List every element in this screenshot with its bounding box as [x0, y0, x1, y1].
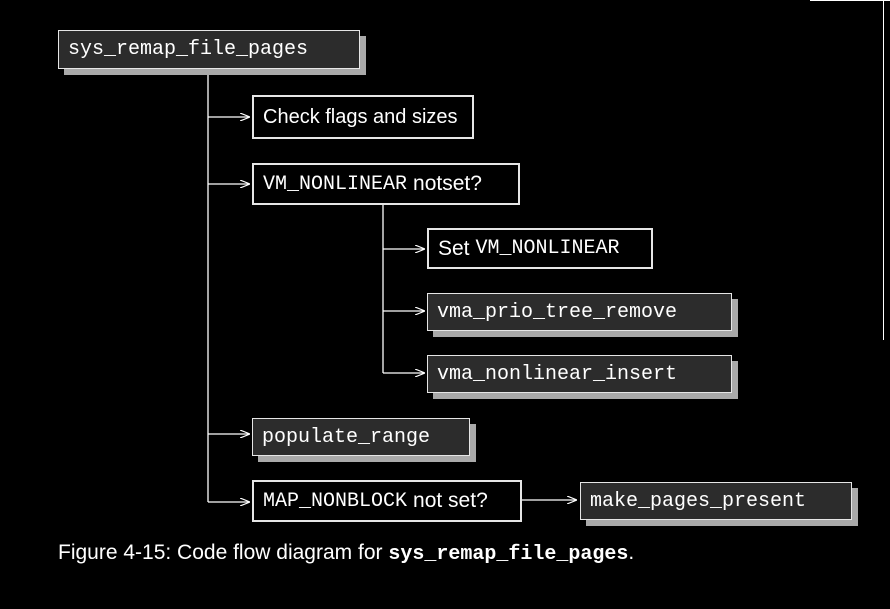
- set-vm-nonlinear-code: VM_NONLINEAR: [475, 237, 620, 260]
- node-vma-nonlinear-insert-label: vma_nonlinear_insert: [427, 355, 732, 393]
- node-make-pages-present: make_pages_present: [580, 482, 858, 526]
- caption-prefix: Figure 4-15: Code flow diagram for: [58, 541, 383, 564]
- node-check-flags-label: Check flags and sizes: [252, 95, 474, 139]
- node-vma-nonlinear-insert: vma_nonlinear_insert: [427, 355, 738, 399]
- node-check-flags: Check flags and sizes: [252, 95, 474, 139]
- figure-caption: Figure 4-15: Code flow diagram for sys_r…: [58, 541, 634, 566]
- node-make-pages-present-label: make_pages_present: [580, 482, 852, 520]
- map-nonblock-check-code: MAP_NONBLOCK: [263, 489, 408, 513]
- node-sys-remap-file-pages-label: sys_remap_file_pages: [58, 30, 360, 69]
- node-sys-remap-file-pages: sys_remap_file_pages: [58, 30, 366, 75]
- vm-nonlinear-check-code: VM_NONLINEAR: [263, 172, 408, 196]
- node-populate-range: populate_range: [252, 418, 476, 462]
- vm-nonlinear-check-text: notset?: [413, 172, 482, 195]
- set-vm-nonlinear-text: Set: [438, 236, 470, 260]
- caption-suffix: .: [628, 541, 635, 564]
- node-populate-range-label: populate_range: [252, 418, 470, 456]
- node-vma-prio-tree-remove-label: vma_prio_tree_remove: [427, 293, 732, 331]
- caption-code: sys_remap_file_pages: [388, 543, 629, 566]
- node-vma-prio-tree-remove: vma_prio_tree_remove: [427, 293, 738, 337]
- corner-line-top: [810, 0, 890, 1]
- corner-line-right: [883, 0, 884, 340]
- map-nonblock-check-text: not set?: [413, 489, 488, 512]
